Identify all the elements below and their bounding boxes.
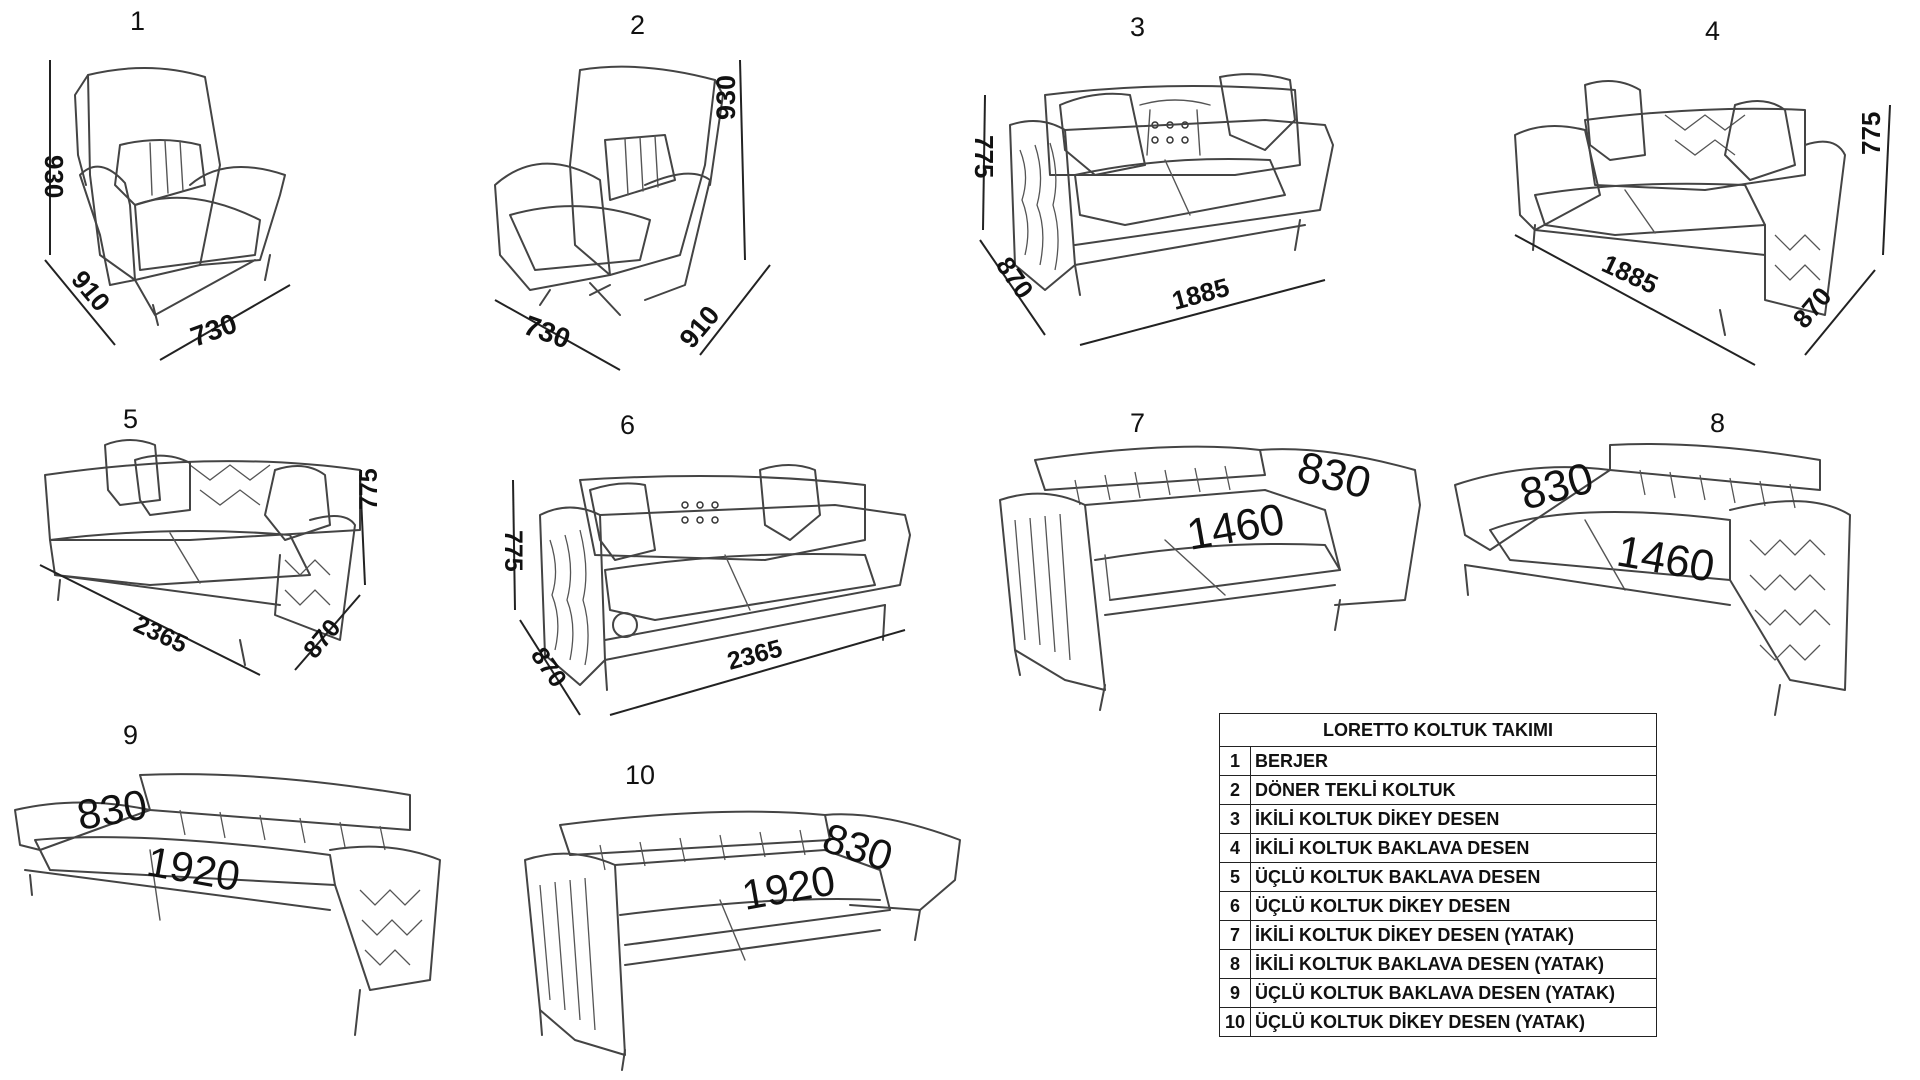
dim-width-4: 1885: [1597, 248, 1662, 300]
dim-height-1: 930: [39, 155, 69, 198]
item-number-2: 2: [630, 10, 646, 40]
dim-height-4: 775: [1856, 112, 1886, 155]
legend-number: 5: [1219, 862, 1251, 892]
item-9-sofabed-diamond-large: 830 1920: [10, 770, 460, 1050]
dim-width-10: 1920: [738, 856, 838, 919]
dim-width-1: 730: [186, 308, 241, 353]
dim-depth-8: 830: [1515, 453, 1599, 519]
legend-label: ÜÇLÜ KOLTUK BAKLAVA DESEN (YATAK): [1250, 978, 1657, 1008]
legend-label: ÜÇLÜ KOLTUK DİKEY DESEN (YATAK): [1250, 1007, 1657, 1037]
legend-number: 4: [1219, 833, 1251, 863]
dim-depth-3: 870: [990, 251, 1039, 304]
item-number-3: 3: [1130, 12, 1146, 42]
legend-number: 6: [1219, 891, 1251, 921]
legend-number: 1: [1219, 746, 1251, 776]
dim-depth-7: 830: [1292, 442, 1376, 508]
sofa-diamond-drawing: 775 870 2365: [39, 439, 383, 676]
item-number-6: 6: [620, 410, 636, 440]
dim-width-5: 2365: [129, 610, 191, 659]
item-5-sofa-diamond: 775 870 2365: [39, 435, 440, 685]
dim-depth-5: 870: [298, 614, 346, 664]
dim-depth-6: 870: [525, 642, 572, 692]
item-6-sofa-vertical: 775 870 2365: [499, 460, 925, 720]
dim-depth-9: 830: [73, 780, 150, 838]
item-number-5: 5: [123, 404, 139, 434]
dim-height-2: 930: [711, 75, 741, 120]
item-8-sofabed-diamond: 830 1460: [1450, 440, 1880, 730]
legend-header-row: LORETTO KOLTUK TAKIMI: [1219, 713, 1657, 747]
item-1-armchair: 930 910 730: [39, 55, 300, 375]
legend-number: 7: [1219, 920, 1251, 950]
swivel-armchair-drawing: 930 910 730: [494, 59, 771, 371]
armchair-drawing: 930 910 730: [39, 60, 291, 361]
sofabed-diamond-drawing: 830 1460: [1454, 443, 1851, 716]
item-3-loveseat-vertical: 775 870 1885: [965, 65, 1365, 355]
item-number-10: 10: [625, 760, 656, 790]
legend-number: 3: [1219, 804, 1251, 834]
item-number-4: 4: [1705, 16, 1721, 46]
legend-label: İKİLİ KOLTUK DİKEY DESEN (YATAK): [1250, 920, 1657, 950]
sofabed-diamond-large-drawing: 830 1920: [14, 773, 441, 1036]
legend-number: 8: [1219, 949, 1251, 979]
item-number-7: 7: [1130, 408, 1146, 438]
legend-label: İKİLİ KOLTUK BAKLAVA DESEN: [1250, 833, 1657, 863]
dim-width-9: 1920: [143, 838, 243, 901]
legend-label: ÜÇLÜ KOLTUK DİKEY DESEN: [1250, 891, 1657, 921]
dim-depth-2: 910: [674, 300, 726, 354]
item-10-sofabed-vertical-large: 830 1920: [520, 800, 970, 1080]
item-2-swivel-armchair: 930 910 730: [480, 55, 771, 375]
legend-label: ÜÇLÜ KOLTUK BAKLAVA DESEN: [1250, 862, 1657, 892]
dim-width-7: 1460: [1183, 495, 1288, 560]
sofabed-vertical-drawing: 830 1460: [999, 442, 1421, 711]
dim-width-8: 1460: [1613, 527, 1718, 592]
dim-width-6: 2365: [724, 634, 785, 675]
legend-number: 2: [1219, 775, 1251, 805]
dim-height-5: 775: [355, 468, 383, 510]
loveseat-diamond-drawing: 775 870 1885: [1514, 80, 1891, 366]
item-4-loveseat-diamond: 775 870 1885: [1505, 75, 1905, 366]
dim-width-3: 1885: [1169, 272, 1233, 316]
item-number-1: 1: [130, 6, 146, 36]
sofa-vertical-drawing: 775 870 2365: [499, 464, 911, 716]
dim-height-3: 775: [969, 135, 999, 178]
legend-number: 10: [1219, 1007, 1251, 1037]
legend-label: İKİLİ KOLTUK BAKLAVA DESEN (YATAK): [1250, 949, 1657, 979]
dim-depth-1: 910: [65, 265, 116, 318]
legend-label: İKİLİ KOLTUK DİKEY DESEN: [1250, 804, 1657, 834]
item-number-8: 8: [1710, 408, 1726, 438]
loveseat-vertical-drawing: 775 870 1885: [969, 73, 1334, 346]
legend-label: DÖNER TEKLİ KOLTUK: [1250, 775, 1657, 805]
legend-number: 9: [1219, 978, 1251, 1008]
dim-height-6: 775: [499, 530, 527, 572]
item-7-sofabed-vertical: 830 1460: [995, 430, 1425, 711]
legend-label: BERJER: [1250, 746, 1657, 776]
sofabed-vertical-large-drawing: 830 1920: [524, 810, 961, 1071]
item-number-9: 9: [123, 720, 139, 750]
legend-title: LORETTO KOLTUK TAKIMI: [1219, 713, 1657, 747]
dim-width-2: 730: [520, 310, 575, 355]
